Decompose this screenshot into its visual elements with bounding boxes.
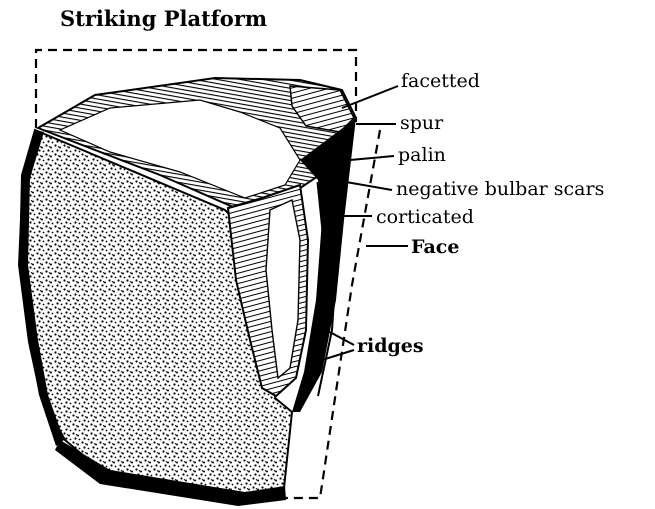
label-corticated: corticated [376,208,474,227]
label-ridges: ridges [357,337,424,356]
label-negative-bulbar-scars: negative bulbar scars [396,180,604,199]
leader-facetted [342,86,398,108]
label-facetted: facetted [401,72,480,91]
leader-palin [350,156,394,160]
leader-negative-bulbar-scars [346,182,392,190]
label-spur: spur [400,114,443,133]
label-face: Face [411,238,459,257]
label-palin: palin [398,146,446,165]
diagram-title: Striking Platform [60,8,267,29]
